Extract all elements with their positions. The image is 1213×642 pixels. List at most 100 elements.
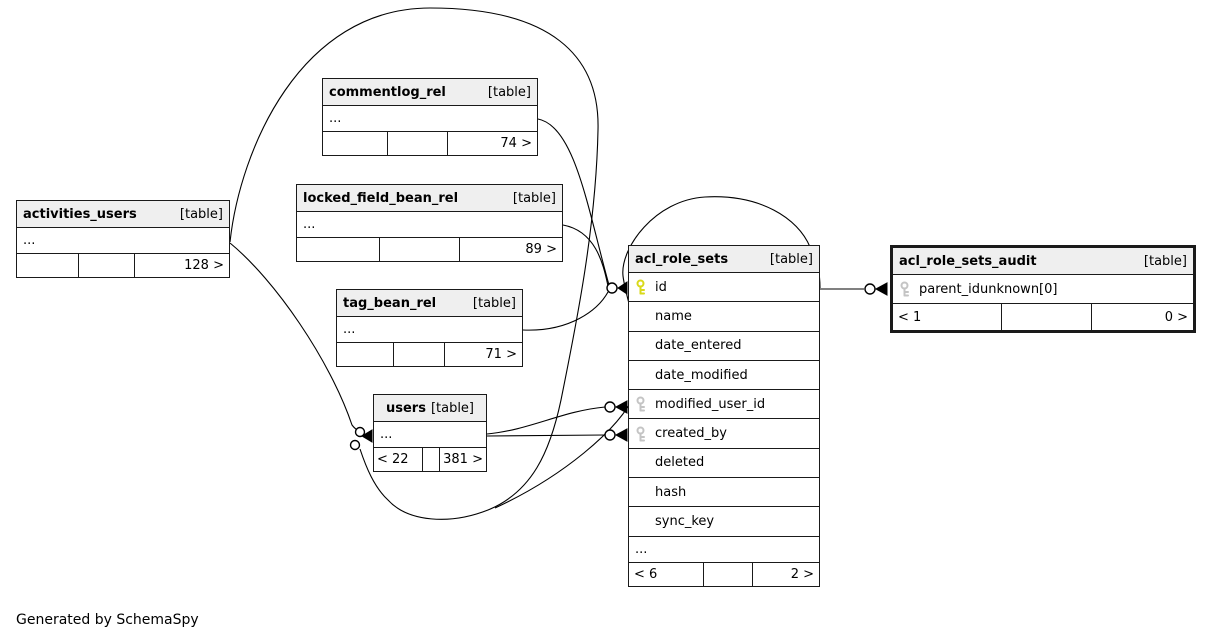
column-name: sync_key [655,514,715,530]
footer-cell-left [323,132,387,155]
footer-cell-left [297,238,379,261]
footer-cell-mid [387,132,447,155]
footer-cell-right: 0 > [1091,304,1193,330]
column-children-count: unknown[0] [979,281,1058,297]
table-type-label: [table] [769,251,813,267]
table-type-label: [table] [512,190,556,206]
footer-cell-right: 74 > [447,132,537,155]
table-acl-role-sets[interactable]: acl_role_sets [table] id name date_enter… [628,245,820,587]
column-row-date-modified[interactable]: date_modified [629,361,819,391]
column-row-deleted[interactable]: deleted [629,449,819,479]
table-type-label: [table] [472,295,516,311]
table-type-label: [table] [179,206,223,222]
ellipsis-row: ... [629,537,819,563]
table-locked-field-bean-rel[interactable]: locked_field_bean_rel [table] ... 89 > [296,184,563,262]
table-title[interactable]: commentlog_rel [329,84,446,100]
foreign-key-icon [635,396,655,412]
table-type-label: [table] [1143,253,1187,269]
table-title[interactable]: locked_field_bean_rel [303,190,459,206]
ellipsis-row: ... [17,228,229,254]
ellipsis-row: ... [323,106,537,132]
column-name: date_modified [655,367,748,383]
column-name: modified_user_id [655,396,766,412]
column-row-date-entered[interactable]: date_entered [629,332,819,361]
table-acl-role-sets-audit[interactable]: acl_role_sets_audit [table] parent_id un… [890,245,1196,333]
table-header[interactable]: locked_field_bean_rel [table] [297,185,562,212]
column-row-hash[interactable]: hash [629,478,819,508]
edge-users-to-acl-role-sets-id-overarc [494,196,821,509]
table-users[interactable]: users [table] ... < 22 381 > [373,394,487,472]
column-row-id[interactable]: id [629,273,819,303]
primary-key-icon [635,279,655,295]
table-footer: < 22 381 > [374,448,486,471]
fk-arrow-marker [874,282,888,296]
ellipsis-row: ... [337,317,522,343]
table-header[interactable]: users [table] [374,395,486,422]
table-header[interactable]: acl_role_sets [table] [629,246,819,273]
fk-circle-marker [349,439,361,451]
table-footer: 89 > [297,238,562,261]
table-header[interactable]: tag_bean_rel [table] [337,290,522,317]
table-header[interactable]: acl_role_sets_audit [table] [893,248,1193,275]
column-name: deleted [655,455,705,471]
table-title[interactable]: tag_bean_rel [343,295,437,311]
fk-circle-marker [606,282,618,294]
table-footer: 71 > [337,343,522,366]
footer-cell-right: 2 > [752,562,819,586]
table-title[interactable]: users [385,400,426,416]
footer-cell-left: < 1 [898,309,922,325]
table-footer: < 1 0 > [893,304,1193,330]
footer-cell-left: < 6 [634,566,658,582]
table-header[interactable]: activities_users [table] [17,201,229,228]
footer-cell-mid [422,448,439,471]
column-name: hash [655,484,687,500]
table-type-label: [table] [487,84,531,100]
footer-cell-mid [379,238,459,261]
table-footer: < 6 2 > [629,562,819,586]
fk-arrow-marker [361,429,373,443]
edge-users-to-modified-user-id [486,406,606,435]
table-footer: 74 > [323,132,537,155]
table-type-label: [table] [430,400,475,416]
footer-cell-left [17,254,78,277]
generated-by-note: Generated by SchemaSpy [16,612,199,628]
column-row-modified-user-id[interactable]: modified_user_id [629,390,819,420]
fk-arrow-marker [614,400,628,414]
column-row-name[interactable]: name [629,302,819,332]
column-row-created-by[interactable]: created_by [629,419,819,449]
footer-cell-mid [392,343,445,366]
foreign-key-icon [899,281,919,297]
footer-cell-mid [78,254,133,277]
fk-arrow-marker [617,281,628,295]
footer-cell-mid [1001,304,1091,330]
table-header[interactable]: commentlog_rel [table] [323,79,537,106]
footer-cell-right: 381 > [438,448,486,471]
ellipsis-row: ... [297,212,562,238]
edge-locked-field-bean-rel-to-acl-role-sets [562,224,609,287]
fk-circle-marker [354,426,366,438]
footer-cell-mid [703,562,752,586]
table-tag-bean-rel[interactable]: tag_bean_rel [table] ... 71 > [336,289,523,367]
fk-circle-marker [864,283,876,295]
table-activities-users[interactable]: activities_users [table] ... 128 > [16,200,230,278]
fk-circle-marker [604,401,616,413]
column-name: id [655,279,667,295]
column-row-parent-id[interactable]: parent_id unknown[0] [893,275,1193,304]
footer-cell-right: 71 > [444,343,522,366]
table-title[interactable]: acl_role_sets_audit [899,253,1037,269]
column-name: name [655,308,692,324]
footer-cell-right: 89 > [458,238,562,261]
table-commentlog-rel[interactable]: commentlog_rel [table] ... 74 > [322,78,538,156]
column-row-sync-key[interactable]: sync_key [629,507,819,537]
edge-users-to-created-by [486,434,606,437]
footer-cell-left: < 22 [377,452,409,467]
footer-cell-left [337,343,393,366]
column-name: created_by [655,426,727,442]
column-name: date_entered [655,338,742,354]
footer-cell-right: 128 > [133,254,229,277]
table-title[interactable]: activities_users [23,206,137,222]
table-title[interactable]: acl_role_sets [635,251,729,267]
foreign-key-icon [635,426,655,442]
edge-activities-users-to-users-long [229,7,599,520]
